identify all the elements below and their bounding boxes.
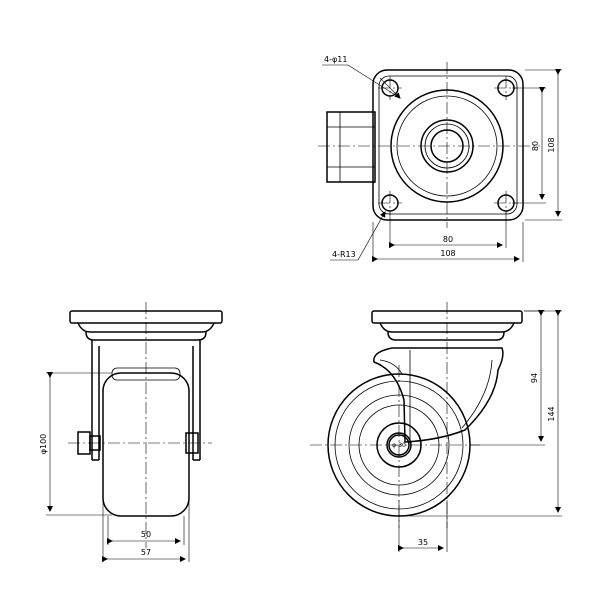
radius-callout: 4-R13 [332,250,356,259]
dim-upper: 94 [530,373,539,383]
dim-overall-width: 57 [141,548,151,557]
hole-callout: 4-φ11 [324,55,347,64]
mounting-plate [372,69,524,221]
stem-block [326,111,376,183]
top-view: 80 108 80 108 4-φ11 4-R13 [318,55,562,262]
dim-plate-h: 108 [440,249,455,258]
dim-hole-pitch-h: 80 [443,235,453,244]
swivel-fork [373,347,504,443]
front-view: φ100 50 57 [39,302,223,562]
side-view: φ-30 35 94 144 [310,302,562,552]
dim-plate-v: 108 [547,137,556,152]
dim-hole-pitch-v: 80 [531,141,540,151]
dim-wheel-dia: φ100 [39,434,48,455]
dim-overall-height: 144 [547,406,556,421]
dim-tread-width: 50 [141,530,151,539]
dim-offset: 35 [418,538,428,547]
